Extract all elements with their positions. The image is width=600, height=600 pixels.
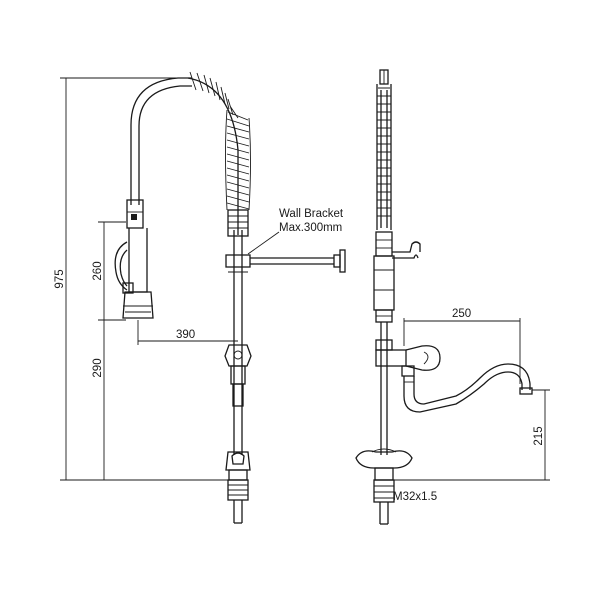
swivel-spout bbox=[403, 363, 533, 413]
riser-pipe bbox=[233, 230, 243, 455]
side-base-valve bbox=[355, 448, 413, 525]
mixer-valve bbox=[224, 344, 252, 407]
dim-reach: 390 bbox=[176, 329, 195, 341]
spring-anchor bbox=[227, 209, 249, 237]
wall-bracket-callout-max: Max.300mm bbox=[279, 222, 342, 234]
wall-bracket bbox=[225, 249, 346, 273]
dim-overall-height: 975 bbox=[54, 269, 66, 288]
dim-spout-length: 250 bbox=[452, 308, 471, 320]
thread-spec: M32x1.5 bbox=[393, 491, 437, 503]
coil-spring bbox=[187, 71, 251, 235]
trigger-lever bbox=[114, 241, 134, 294]
spray-head bbox=[122, 199, 154, 319]
dimension-lines-side bbox=[394, 318, 550, 481]
front-view bbox=[114, 71, 346, 524]
dimension-lines-front bbox=[60, 77, 280, 481]
base-valve bbox=[225, 451, 251, 524]
side-mixer-valve bbox=[375, 339, 441, 377]
wall-bracket-callout: Wall Bracket bbox=[279, 208, 344, 220]
dim-spray-head: 260 bbox=[92, 261, 104, 280]
gooseneck-tube bbox=[130, 77, 192, 205]
side-riser bbox=[380, 322, 388, 455]
side-bracket bbox=[373, 231, 421, 323]
side-coil-spring bbox=[376, 69, 392, 230]
dim-lower-height: 290 bbox=[92, 358, 104, 377]
side-view bbox=[355, 69, 533, 525]
dim-spout-height: 215 bbox=[533, 426, 545, 445]
